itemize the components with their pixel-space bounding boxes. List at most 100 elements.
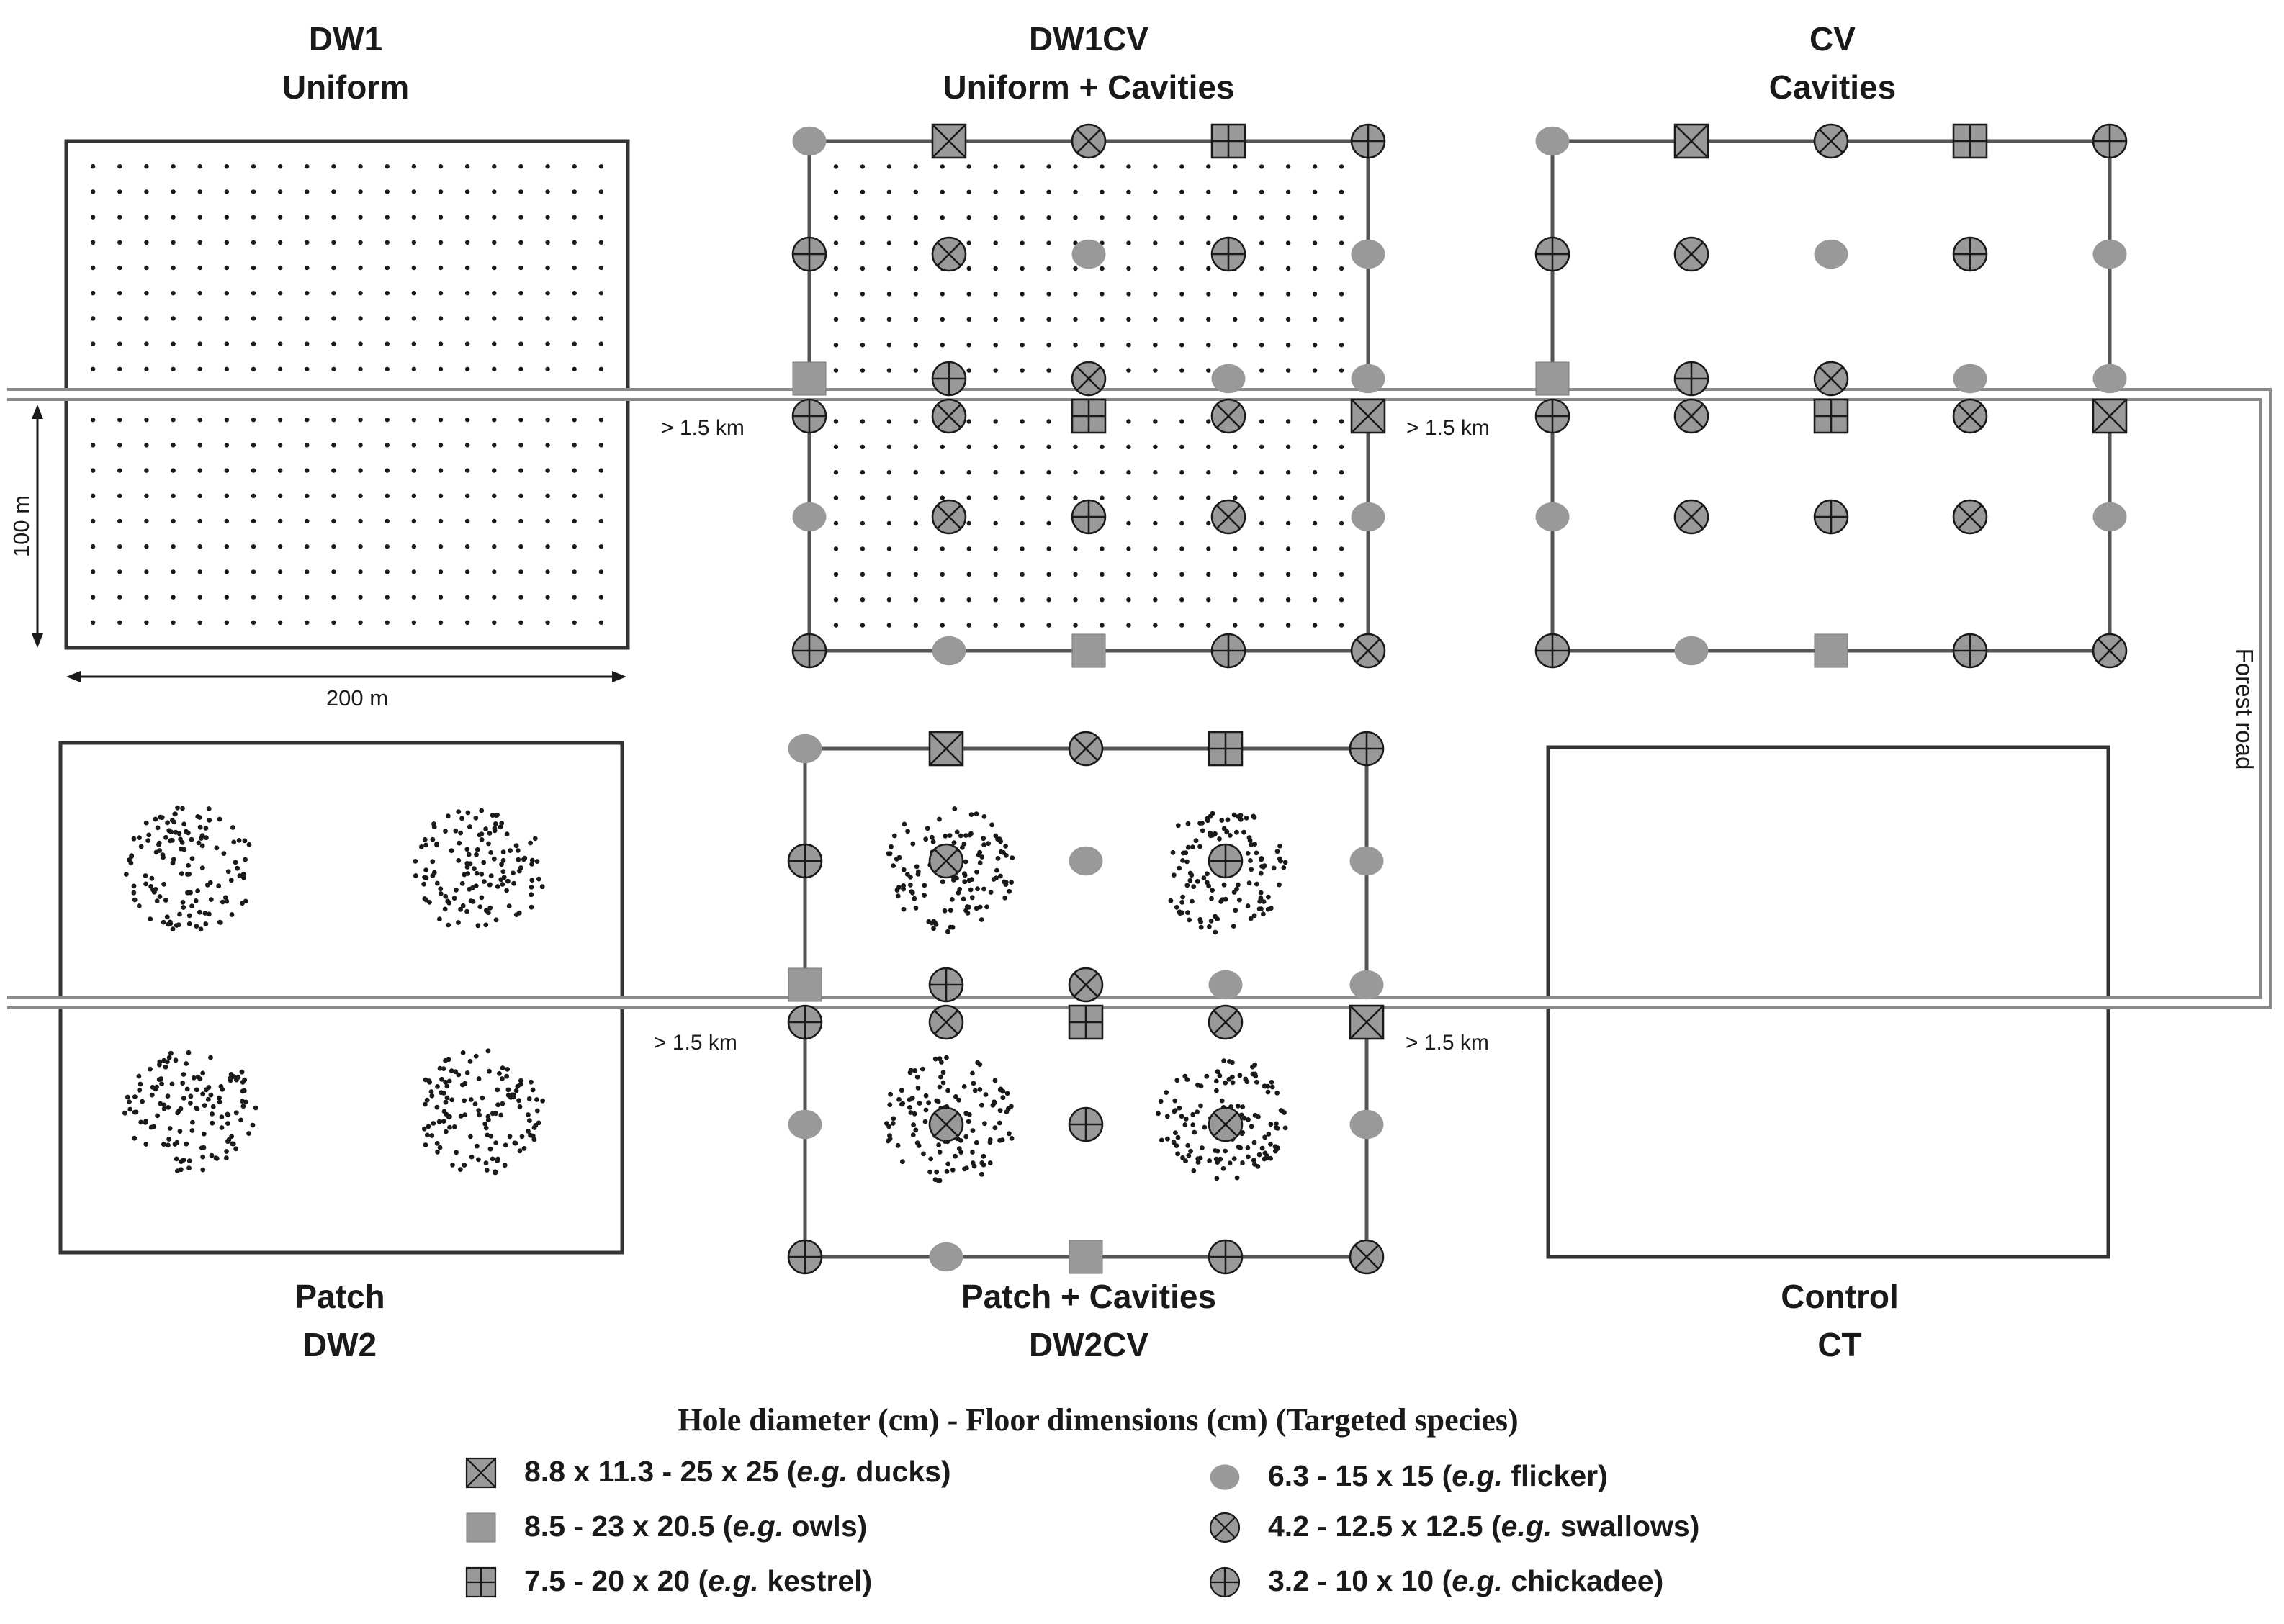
deadwood-dot (188, 1093, 194, 1099)
deadwood-dot (1153, 317, 1158, 322)
deadwood-dot (492, 316, 497, 321)
deadwood-dot (90, 493, 96, 498)
deadwood-dot (186, 1158, 192, 1163)
deadwood-dot (916, 869, 921, 875)
deadwood-dot (993, 164, 998, 169)
deadwood-dot (199, 1145, 204, 1150)
deadwood-dot (155, 1113, 161, 1119)
circle-nest-box (1351, 364, 1385, 394)
deadwood-dot (1251, 913, 1257, 919)
deadwood-dot (1285, 597, 1291, 603)
deadwood-dot (1285, 470, 1291, 475)
deadwood-dot (1262, 1150, 1268, 1156)
deadwood-dot (979, 1171, 984, 1177)
deadwood-dot (1179, 520, 1184, 526)
deadwood-dot (188, 1101, 193, 1106)
plot-name-dw1cv: Uniform + Cavities (943, 68, 1234, 106)
deadwood-dot (940, 1070, 946, 1075)
deadwood-dot (503, 1142, 508, 1148)
deadwood-dot (936, 1142, 941, 1147)
deadwood-dot (202, 1103, 207, 1108)
deadwood-dot (224, 164, 230, 169)
deadwood-dot (1285, 444, 1291, 449)
deadwood-dot (117, 493, 122, 498)
deadwood-dot (411, 418, 417, 423)
deadwood-dot (513, 843, 519, 849)
deadwood-dot (181, 1072, 186, 1077)
deadwood-dot (886, 266, 892, 271)
deadwood-dot (860, 444, 866, 449)
deadwood-dot (974, 906, 979, 911)
deadwood-dot (1177, 911, 1183, 916)
deadwood-dot (1073, 470, 1078, 475)
deadwood-dot (117, 189, 122, 194)
deadwood-dot (456, 809, 462, 814)
deadwood-dot (411, 341, 417, 346)
square-nest-box (1535, 361, 1570, 396)
deadwood-dot (999, 1137, 1005, 1142)
deadwood-dot (1339, 317, 1344, 322)
deadwood-dot (174, 1156, 179, 1162)
deadwood-dot (1206, 266, 1211, 271)
deadwood-dot (1100, 597, 1105, 603)
deadwood-dot (243, 1099, 248, 1105)
plus-circle-nest-box (1534, 633, 1570, 669)
deadwood-dot (464, 265, 470, 271)
cross-box-nest-box (2092, 398, 2128, 434)
deadwood-dot (465, 810, 471, 816)
circle-nest-box (1535, 126, 1570, 156)
deadwood-dot (418, 844, 424, 849)
deadwood-dot (1233, 546, 1238, 551)
deadwood-dot (1206, 368, 1211, 373)
deadwood-dot (1159, 1137, 1164, 1143)
deadwood-dot (572, 569, 577, 574)
deadwood-dot (891, 863, 896, 868)
deadwood-dot (1190, 898, 1195, 904)
deadwood-dot (540, 1098, 545, 1104)
deadwood-dot (1218, 1156, 1223, 1162)
deadwood-dot (598, 316, 604, 321)
deadwood-dot (1266, 1132, 1272, 1137)
deadwood-dot (900, 1101, 906, 1106)
deadwood-dot (185, 872, 190, 877)
distance-label-bottom-left: > 1.5 km (654, 1031, 737, 1055)
deadwood-dot (1126, 520, 1131, 526)
deadwood-dot (167, 919, 173, 925)
deadwood-dot (518, 544, 523, 549)
deadwood-dot (385, 366, 390, 371)
deadwood-dot (937, 1056, 943, 1062)
deadwood-dot (886, 572, 892, 577)
deadwood-dot (1046, 520, 1051, 526)
deadwood-dot (1256, 906, 1262, 911)
deadwood-dot (1170, 849, 1176, 855)
nest-boxes-cv (1534, 123, 2128, 669)
deadwood-dot (545, 443, 550, 448)
deadwood-dot (993, 833, 999, 839)
deadwood-dot (457, 840, 462, 846)
deadwood-dot (358, 164, 363, 169)
deadwood-dot (935, 1099, 941, 1104)
deadwood-dot (144, 468, 149, 473)
deadwood-dot (277, 468, 283, 473)
deadwood-dot (962, 871, 967, 877)
deadwood-dot (1246, 1117, 1251, 1122)
deadwood-dot (90, 215, 96, 220)
deadwood-dot (171, 595, 176, 600)
deadwood-dot (1177, 1105, 1182, 1111)
plus-box-nest-box (1208, 731, 1244, 767)
deadwood-dot (1187, 878, 1193, 883)
deadwood-dot (124, 872, 129, 877)
deadwood-dot (948, 924, 953, 930)
cross-circle-nest-box (1349, 1239, 1385, 1275)
deadwood-dot (127, 1106, 133, 1112)
deadwood-dot (966, 292, 971, 297)
deadwood-dot (1234, 829, 1239, 835)
deadwood-dot (886, 292, 892, 297)
deadwood-dot (545, 418, 550, 423)
deadwood-dot (949, 897, 955, 902)
deadwood-dot (981, 886, 986, 892)
deadwood-dot (331, 316, 336, 321)
deadwood-dot (197, 265, 202, 271)
deadwood-dot (1179, 368, 1184, 373)
deadwood-dot (889, 844, 894, 849)
